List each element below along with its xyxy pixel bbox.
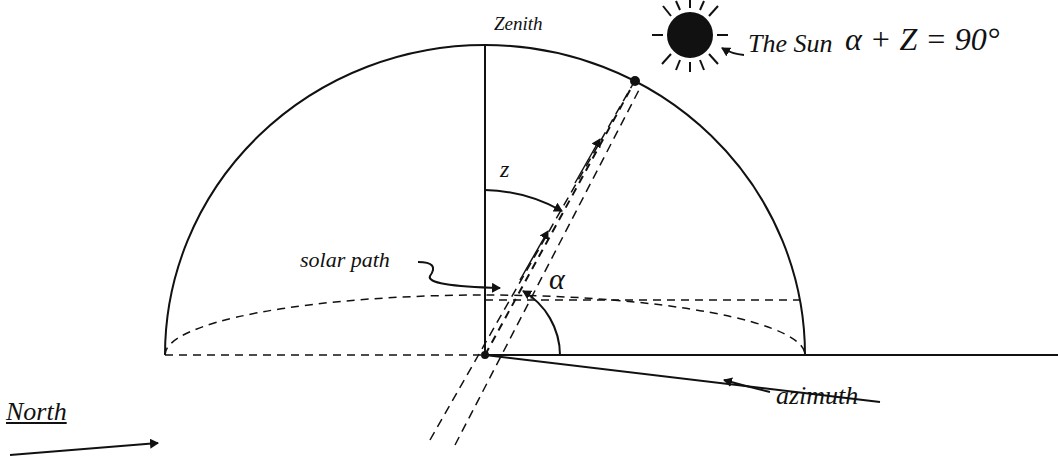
path-label: solar path xyxy=(300,248,390,272)
sun-label: The Sun xyxy=(748,30,833,59)
angle-label: α xyxy=(549,262,565,295)
azimuth-label: azimuth xyxy=(776,382,858,411)
angle-label: z xyxy=(500,156,509,182)
direction-label: North xyxy=(6,398,67,427)
zenith-label: Zenith xyxy=(494,14,543,35)
equation-label: α + Z = 90° xyxy=(845,22,1000,57)
